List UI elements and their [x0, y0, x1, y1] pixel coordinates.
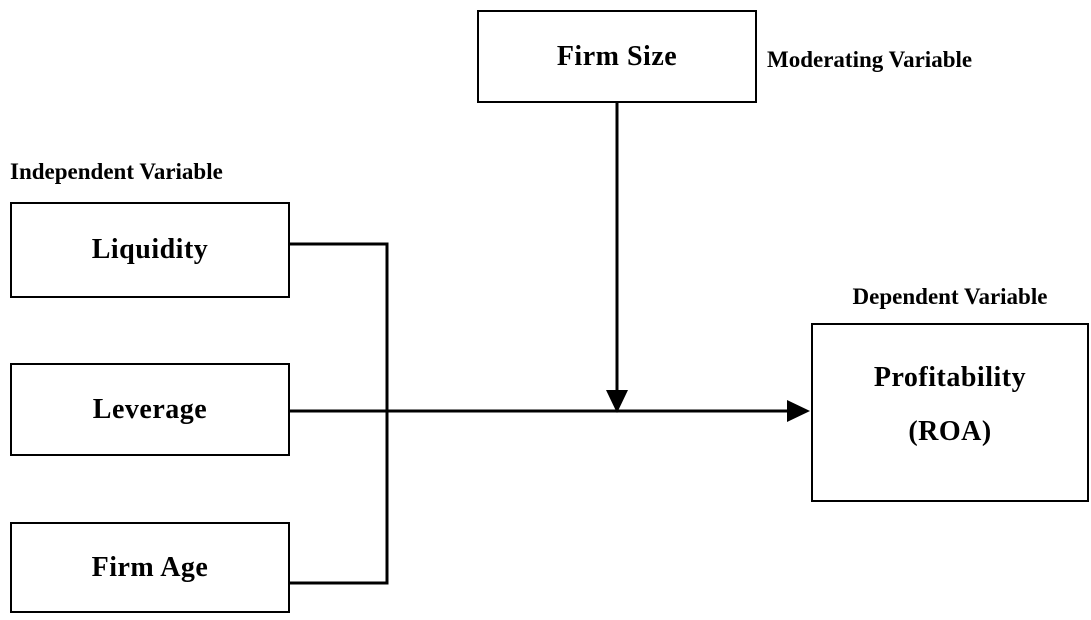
leverage-box: Leverage [10, 363, 290, 456]
profitability-label-line2: (ROA) [908, 415, 992, 447]
independent-variable-label: Independent Variable [10, 159, 223, 184]
moderating-variable-label: Moderating Variable [767, 47, 973, 72]
liquidity-box: Liquidity [10, 202, 290, 298]
main-effect-arrowhead-right-icon [787, 400, 810, 422]
profitability-label-line1: Profitability [873, 361, 1027, 393]
moderation-arrowhead-down-icon [606, 390, 628, 413]
firm-age-box: Firm Age [10, 522, 290, 613]
firm-size-box: Firm Size [477, 10, 757, 103]
profitability-box: Profitability (ROA) [811, 323, 1089, 502]
dependent-variable-label: Dependent Variable [852, 284, 1048, 309]
